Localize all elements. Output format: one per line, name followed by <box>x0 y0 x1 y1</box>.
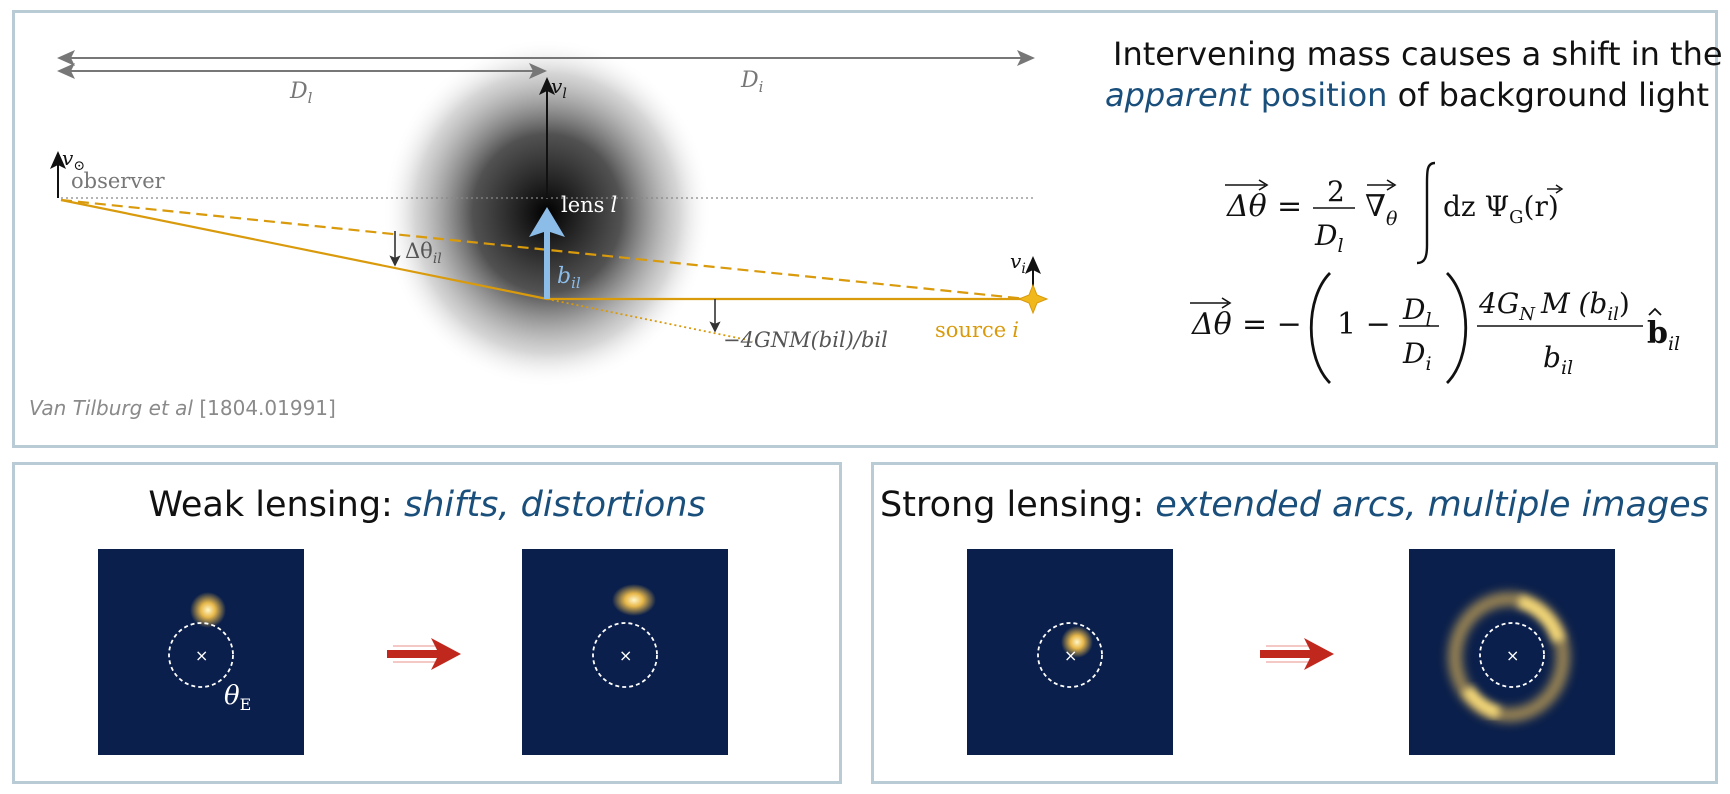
svg-text:Δθ: Δθ <box>1191 307 1232 342</box>
svg-text:∇θ: ∇θ <box>1365 189 1398 230</box>
strong-before-image: × <box>967 549 1173 755</box>
svg-text:= −: = − <box>1242 307 1302 342</box>
strong-lensing-subtitle: extended arcs, multiple images <box>1155 485 1709 525</box>
weak-after-image: × <box>522 549 728 755</box>
weak-lensing-title: Weak lensing: shifts, distortions <box>148 485 706 525</box>
svg-text:2: 2 <box>1327 175 1345 208</box>
equation-1: Δθ = 2 Dl ∇θ dz ΨG(r) <box>1225 161 1564 265</box>
strong-arrow-icon <box>1260 638 1334 670</box>
deflection-angle-label: Δθil <box>405 239 442 267</box>
einstein-ring-dashed <box>1479 622 1545 688</box>
headline-line-2: apparent position of background light <box>1105 76 1709 114</box>
weak-arrow-icon <box>387 638 461 670</box>
svg-text:Di: Di <box>1402 337 1432 375</box>
lens-center-icon: × <box>1506 646 1519 665</box>
lens-center-icon: × <box>195 646 208 665</box>
observer-velocity-label: v⊙ <box>62 146 85 174</box>
svg-text:Dl: Dl <box>1314 219 1344 257</box>
svg-text:Dl: Dl <box>1402 293 1432 331</box>
einstein-radius-label: θE <box>224 681 251 714</box>
svg-text:4GNM (bil): 4GNM (bil) <box>1478 287 1630 325</box>
citation-ref: [1804.01991] <box>192 396 336 420</box>
einstein-ring-dashed <box>168 622 234 688</box>
undeflected-ray-dotted <box>546 298 754 342</box>
einstein-ring-dashed <box>1037 622 1103 688</box>
einstein-ring-dashed <box>592 622 658 688</box>
svg-text:dz ΨG(r): dz ΨG(r) <box>1443 190 1559 228</box>
observer-label: observer <box>71 169 166 193</box>
citation-authors: Van Tilburg et al <box>29 396 193 420</box>
strong-lensing-title: Strong lensing: extended arcs, multiple … <box>880 485 1709 525</box>
svg-text:=: = <box>1277 189 1302 224</box>
strong-after-image: × <box>1409 549 1615 755</box>
svg-text:bil: bil <box>1647 316 1680 355</box>
svg-text:Δθ: Δθ <box>1226 189 1267 224</box>
deflection-formula-label: −4GNM(bil)/bil <box>723 328 888 352</box>
lens-velocity-label: vl <box>551 74 567 102</box>
weak-lensing-subtitle: shifts, distortions <box>404 485 706 525</box>
headline-line-1: Intervening mass causes a shift in the <box>1113 35 1723 73</box>
impact-parameter-label: bil <box>557 264 581 292</box>
svg-text:1 −: 1 − <box>1337 307 1391 342</box>
citation: Van Tilburg et al [1804.01991] <box>29 396 336 420</box>
headline-position: position <box>1250 76 1388 114</box>
weak-before-image: × θE <box>98 549 304 755</box>
distance-lens-label: Dl <box>289 79 313 107</box>
weak-lensing-panel: Weak lensing: shifts, distortions × θE <box>12 462 842 784</box>
headline-background-light: of background light <box>1387 76 1709 114</box>
lens-center-icon: × <box>619 646 632 665</box>
strong-lensing-panel: Strong lensing: extended arcs, multiple … <box>871 462 1718 784</box>
headline-apparent: apparent <box>1105 76 1251 114</box>
distance-source-label: Di <box>740 68 764 96</box>
source-velocity-label: vi <box>1010 249 1026 277</box>
lens-center-icon: × <box>1064 646 1077 665</box>
svg-text:bil: bil <box>1543 341 1573 379</box>
source-star-icon <box>1017 283 1049 315</box>
